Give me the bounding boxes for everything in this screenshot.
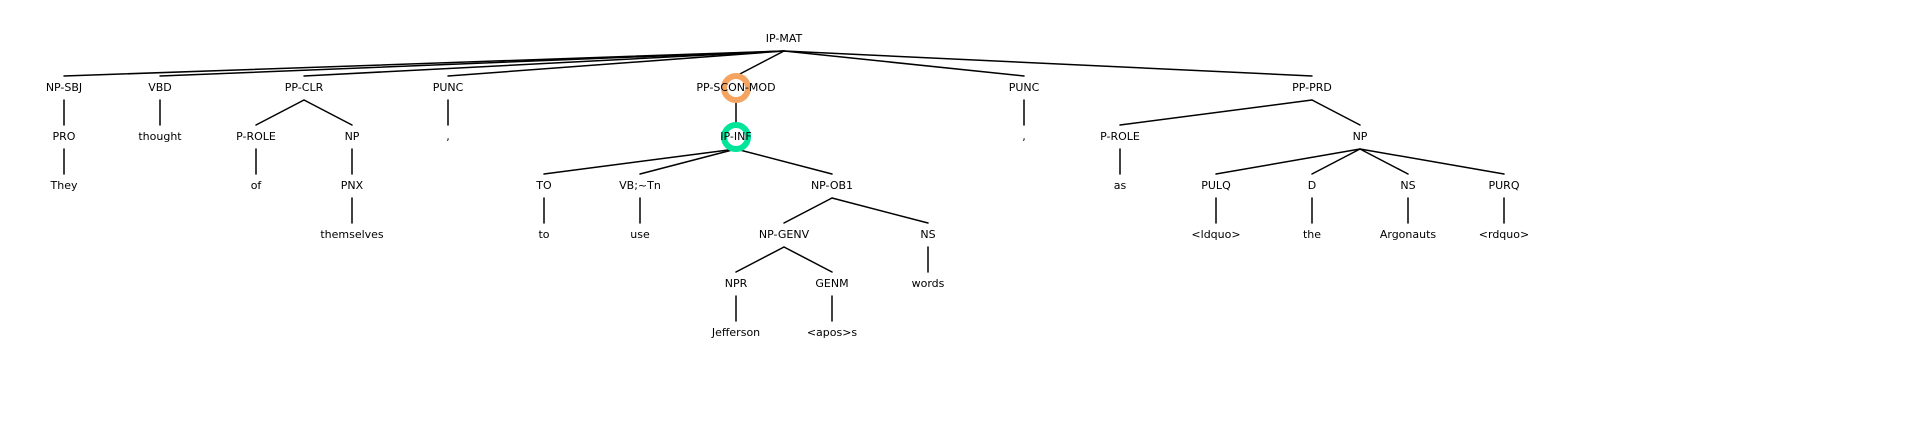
tree-edge [783, 50, 1313, 77]
tree-edge [1119, 99, 1313, 126]
tree-node-vb-tn: VB;~Tn [619, 179, 661, 192]
tree-node-pp-scon-mod: PP-SCON-MOD [696, 81, 775, 94]
tree-node-thought: thought [138, 130, 182, 143]
tree-node-argonauts: Argonauts [1380, 228, 1437, 241]
tree-node-ns: NS [920, 228, 935, 241]
tree-edges [63, 50, 1505, 322]
tree-node-d: D [1308, 179, 1316, 192]
tree-node-pp-clr: PP-CLR [285, 81, 324, 94]
tree-node-np-ob1: NP-OB1 [811, 179, 853, 192]
tree-node-purq: PURQ [1489, 179, 1520, 192]
tree-node-words: words [912, 277, 945, 290]
tree-node-to: TO [535, 179, 552, 192]
tree-node-pro: PRO [53, 130, 76, 143]
tree-node-npr: NPR [725, 277, 748, 290]
tree-node-vbd: VBD [148, 81, 172, 94]
tree-node-np: NP [1353, 130, 1368, 143]
tree-node-they: They [50, 179, 78, 192]
tree-edge [783, 50, 1025, 77]
tree-edge [1311, 148, 1361, 175]
tree-edge [1359, 148, 1409, 175]
tree-edge [447, 50, 785, 77]
tree-node-as: as [1114, 179, 1127, 192]
orange-highlight-ring [721, 73, 751, 103]
tree-node-punc: PUNC [433, 81, 464, 94]
tree-edge [159, 50, 785, 77]
tree-edge [1215, 148, 1361, 175]
tree-edge [735, 148, 833, 175]
tree-node-apos-s: <apos>s [807, 326, 858, 339]
tree-node-punct: , [446, 130, 450, 143]
tree-highlights [721, 73, 751, 152]
tree-node-np-genv: NP-GENV [759, 228, 810, 241]
tree-node-ns: NS [1400, 179, 1415, 192]
tree-node-p-role: P-ROLE [236, 130, 276, 143]
tree-edge [783, 246, 833, 273]
tree-node-pulq: PULQ [1201, 179, 1231, 192]
green-highlight-ring [721, 122, 751, 152]
tree-node-ldquo: <ldquo> [1191, 228, 1240, 241]
tree-node-punct: , [1022, 130, 1026, 143]
tree-node-themselves: themselves [320, 228, 384, 241]
tree-labels: IP-MAT NP-SBJ PRO They VBD thought PP-CLR P-ROL… [46, 32, 1529, 339]
tree-node-p-role: P-ROLE [1100, 130, 1140, 143]
tree-edge [639, 148, 737, 175]
tree-node-the: the [1303, 228, 1321, 241]
tree-edge [1311, 99, 1361, 126]
tree-node-to: to [538, 228, 549, 241]
tree-edge [255, 99, 305, 126]
tree-node-jefferson: Jefferson [711, 326, 760, 339]
tree-node-genm: GENM [815, 277, 848, 290]
tree-node-pp-prd: PP-PRD [1292, 81, 1332, 94]
tree-node-ip-inf: IP-INF [720, 130, 751, 143]
tree-edge [735, 246, 785, 273]
tree-edge [735, 50, 785, 77]
tree-node-of: of [251, 179, 263, 192]
tree-edge [831, 197, 929, 224]
tree-node-rdquo: <rdquo> [1479, 228, 1529, 241]
tree-edge [1359, 148, 1505, 175]
tree-edge [303, 50, 785, 77]
tree-node-use: use [630, 228, 650, 241]
tree-node-pnx: PNX [341, 179, 364, 192]
tree-node-ip-mat: IP-MAT [766, 32, 803, 45]
tree-edge [783, 197, 833, 224]
tree-edge [543, 148, 737, 175]
tree-node-punc: PUNC [1009, 81, 1040, 94]
tree-node-np-sbj: NP-SBJ [46, 81, 82, 94]
tree-edge [303, 99, 353, 126]
tree-node-np: NP [345, 130, 360, 143]
